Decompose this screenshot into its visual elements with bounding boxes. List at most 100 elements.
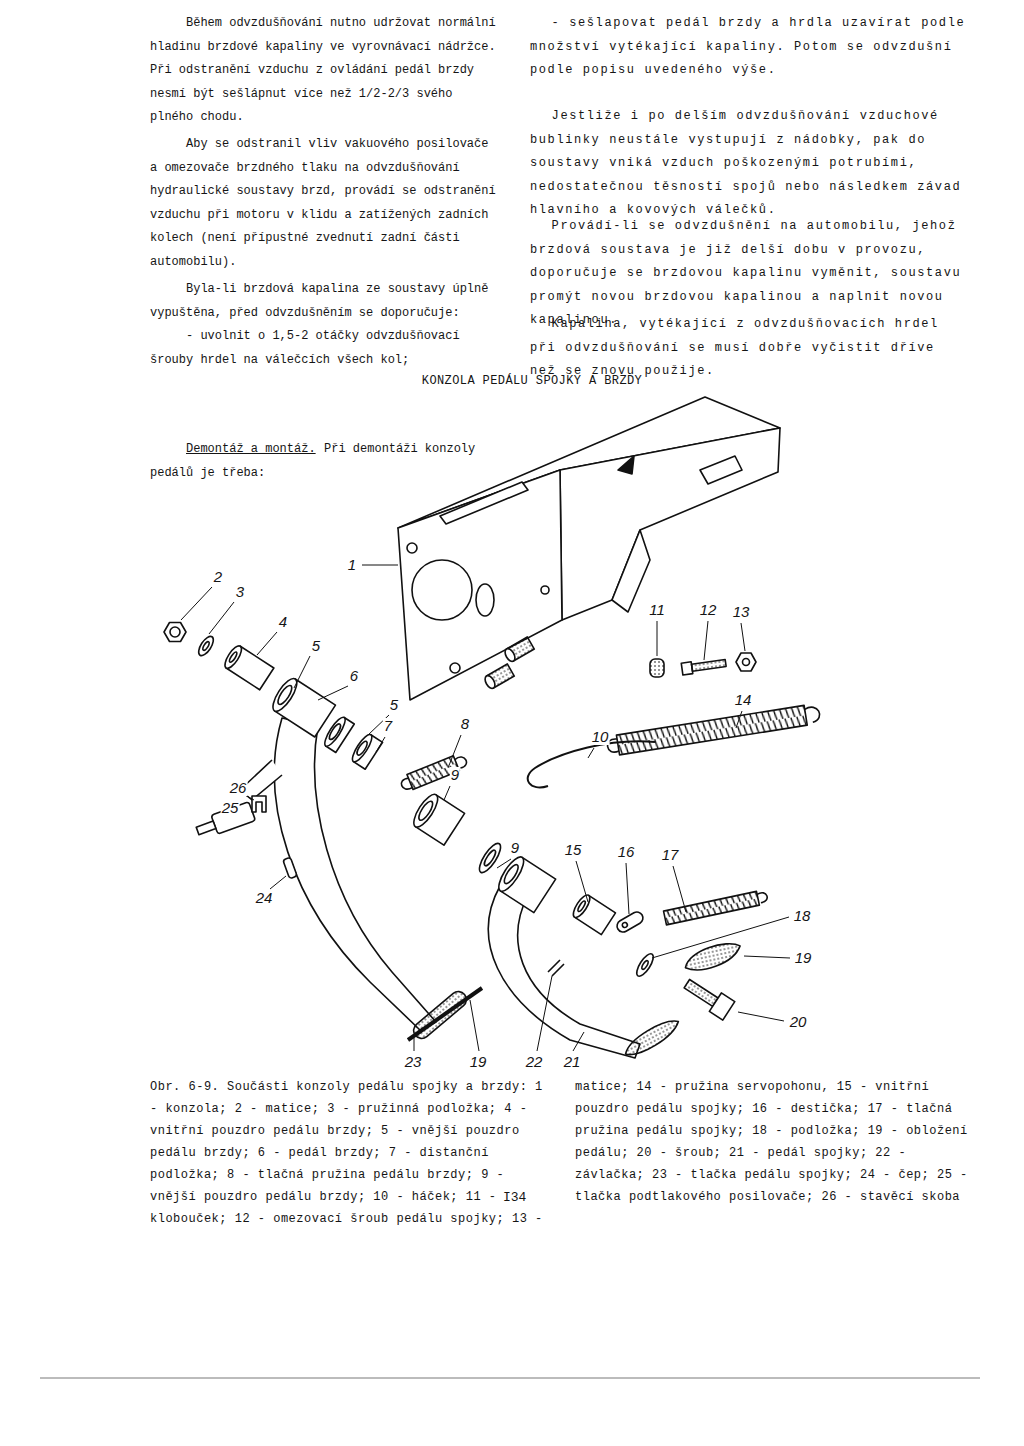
bushing-body (226, 646, 274, 690)
washer-ring (196, 634, 216, 658)
bushing-end (349, 732, 375, 764)
leader-line (257, 632, 277, 655)
body-paragraph: Provádí-li se odvzdušnění na automobilu,… (530, 215, 970, 333)
callout-number: 4 (278, 614, 288, 630)
leader-line (736, 711, 742, 728)
washer-ring (476, 840, 505, 875)
clutch-hub (494, 854, 555, 913)
spring-coil (664, 891, 760, 924)
nut (164, 623, 186, 642)
stud-end (483, 674, 497, 690)
callout-number: 1 (347, 557, 357, 573)
washer-hole (202, 641, 211, 652)
nut (736, 653, 756, 671)
procedure-intro: Demontáž a montáž.Při demontáži konzoly … (150, 438, 498, 485)
leader-line (209, 602, 234, 634)
list-item: - sešlapovat pedál brzdy a hrdla uzavíra… (530, 12, 970, 83)
console-hole (476, 584, 494, 616)
leader-line (376, 737, 385, 752)
run-in-heading: Demontáž a montáž. (186, 442, 316, 456)
stud-end (503, 647, 517, 663)
callout-number: 7 (383, 718, 393, 734)
leader-line (318, 686, 348, 700)
spring-coil (407, 756, 459, 790)
bushing-end (222, 643, 245, 670)
bushing-end (570, 893, 593, 920)
spring-hook (805, 706, 821, 723)
bolt-thread (684, 979, 718, 1006)
leader-line (497, 859, 511, 868)
bolt (681, 974, 735, 1020)
callout-number: 21 (563, 1054, 582, 1070)
washer-ring (634, 951, 657, 978)
figure-caption: Obr. 6-9. Součásti konzoly pedálu spojky… (150, 1076, 970, 1230)
callout-number: 16 (617, 844, 636, 860)
bushing (410, 791, 465, 845)
bushing-hole (416, 799, 435, 822)
bushing (349, 732, 382, 769)
leader-line (652, 917, 789, 958)
spring (606, 703, 821, 756)
console-slot (440, 482, 528, 524)
console-flange (612, 530, 650, 612)
console-hole (412, 560, 472, 620)
washer (476, 840, 505, 875)
leader-line (673, 866, 686, 912)
console-tab (700, 456, 742, 484)
parts (164, 397, 821, 1060)
washer (634, 951, 657, 978)
callout-number: 9 (450, 767, 460, 783)
console-hole (541, 586, 549, 594)
leader-line (294, 656, 310, 688)
console-mark (618, 456, 634, 474)
leader-line (588, 748, 594, 758)
clevis-rod (196, 821, 216, 835)
bushing-hole (355, 740, 369, 757)
washer-hole (483, 849, 498, 867)
washer-hole (641, 960, 650, 971)
leader-line (573, 1032, 584, 1051)
pad (682, 941, 743, 974)
plate (615, 910, 645, 934)
hook (528, 741, 655, 787)
page-number: I34 (503, 1190, 526, 1205)
pad-rubber (682, 941, 743, 974)
leader-line (657, 621, 658, 656)
plate-hole (621, 922, 628, 929)
callout-number: 24 (255, 890, 274, 906)
callout-number: 18 (793, 908, 812, 924)
cap-body (650, 659, 664, 677)
clutch-pedal-pad (621, 1016, 684, 1060)
bushing (570, 893, 615, 935)
leader-line (181, 587, 212, 620)
callout-number: 8 (460, 716, 470, 732)
brake-hub (269, 675, 336, 737)
callout-number: 12 (699, 602, 718, 618)
leader-line (470, 1000, 479, 1051)
callout-number: 15 (564, 842, 583, 858)
leader-line (626, 863, 629, 914)
stud (503, 637, 534, 663)
leader-line (448, 735, 461, 768)
callout-number: 2 (213, 569, 223, 585)
section-heading: KONZOLA PEDÁLU SPOJKY A BRZDY (422, 374, 642, 388)
callout-number: 5 (389, 697, 399, 713)
body-paragraph: Byla-li brzdová kapalina ze soustavy úpl… (150, 278, 498, 325)
bushing (222, 643, 274, 689)
leader-line (741, 623, 745, 651)
bolt-head (709, 993, 734, 1020)
leader-line (537, 976, 552, 1051)
leader-line (744, 956, 790, 958)
body-paragraph: Kapalina, vytékající z odvzdušňovacích h… (530, 313, 970, 384)
washer (196, 634, 216, 658)
list-item: - uvolnit o 1,5-2 otáčky odvzdušňovací š… (150, 325, 498, 372)
brake-pedal-arm (274, 718, 436, 1030)
leader-line (704, 621, 708, 660)
bolt-thread (691, 660, 726, 672)
split-pin (548, 960, 564, 976)
leader-line (270, 876, 286, 889)
nut-hole (743, 659, 750, 666)
leader-line (444, 786, 450, 800)
bushing-end (410, 791, 442, 830)
pin-body (283, 857, 297, 879)
